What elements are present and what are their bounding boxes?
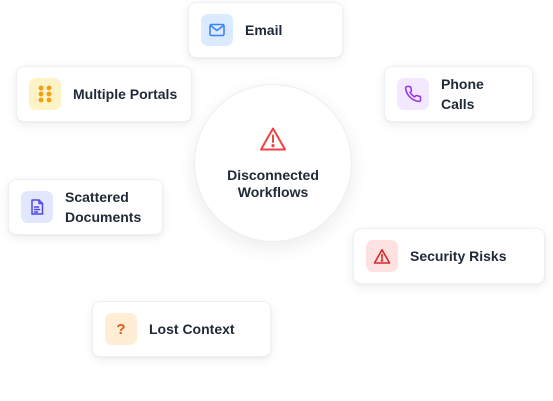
multiple-portals-label: Multiple Portals: [73, 86, 178, 102]
grid-dots-icon: [29, 78, 61, 110]
disconnected-workflows-hub: Disconnected Workflows: [194, 84, 352, 242]
phone-calls-label: Phone Calls: [441, 76, 484, 112]
phone-icon: [397, 78, 429, 110]
lost-context-card: ? Lost Context: [92, 301, 271, 357]
warning-triangle-icon: [259, 126, 287, 157]
email-label: Email: [245, 22, 283, 38]
lost-context-label: Lost Context: [149, 321, 235, 337]
email-card: Email: [188, 2, 343, 58]
warning-triangle-icon: [366, 240, 398, 272]
phone-calls-card: Phone Calls: [384, 66, 533, 122]
security-risks-label: Security Risks: [410, 248, 507, 264]
hub-title: Disconnected Workflows: [227, 166, 319, 200]
question-mark-icon: ?: [105, 313, 137, 345]
scattered-documents-card: Scattered Documents: [8, 179, 163, 235]
mail-icon: [201, 14, 233, 46]
security-risks-card: Security Risks: [353, 228, 545, 284]
document-icon: [21, 191, 53, 223]
scattered-documents-label: Scattered Documents: [65, 189, 142, 225]
multiple-portals-card: Multiple Portals: [16, 66, 192, 122]
